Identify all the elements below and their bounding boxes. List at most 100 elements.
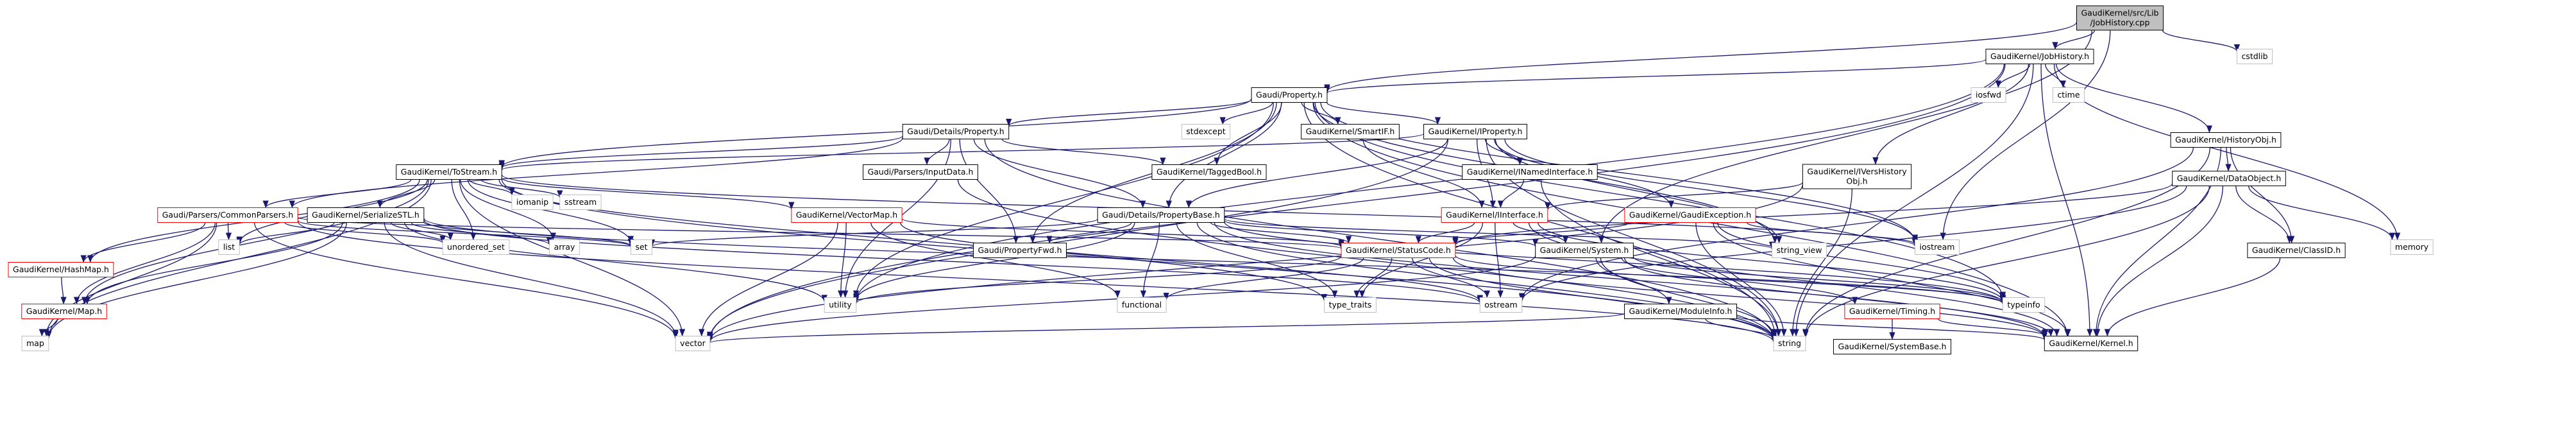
edge-gprop-to-smartif	[1301, 102, 1341, 125]
node-label: GaudiKernel/Map.h	[26, 306, 102, 316]
node-box	[902, 124, 1010, 139]
edge-serializestl-to-map-h	[84, 222, 343, 305]
node-gaudiexc[interactable]: GaudiKernel/GaudiException.h	[1624, 207, 1756, 223]
edge-moduleinfo-to-string	[1705, 318, 1777, 340]
edge-tostream-to-commonparsers	[262, 179, 412, 209]
edge-vectormap-to-ostream	[900, 222, 1483, 303]
node-label: GaudiKernel/SmartIF.h	[1306, 126, 1395, 136]
node-box	[1462, 164, 1598, 180]
node-label: string	[1778, 338, 1801, 348]
edge-vectormap-to-utility	[838, 222, 847, 299]
node-label: iostream	[1920, 242, 1955, 252]
node-box	[1535, 243, 1634, 258]
edge-smartif-to-iinterface	[1362, 139, 1485, 209]
edge-commonparsers-to-hashmap	[80, 222, 206, 263]
node-propbase[interactable]: Gaudi/Details/PropertyBase.h	[1097, 207, 1225, 223]
node-taggedbool[interactable]: GaudiKernel/TaggedBool.h	[1151, 164, 1267, 180]
edge-gaudiexc-to-statuscode	[1452, 222, 1630, 244]
node-label: Gaudi/Property.h	[1256, 90, 1323, 100]
node-label: string_view	[1777, 245, 1822, 255]
edge-jobhist-to-memory	[2053, 64, 2401, 241]
node-label: list	[223, 242, 235, 252]
node-label: ctime	[2057, 90, 2080, 100]
edge-statuscode-to-kernel	[1453, 257, 2047, 338]
edge-serializestl-to-ostream	[423, 219, 1483, 304]
node-iproperty[interactable]: GaudiKernel/IProperty.h	[1423, 124, 1527, 139]
node-sysbase[interactable]: GaudiKernel/SystemBase.h	[1833, 339, 1952, 354]
node-tostream[interactable]: GaudiKernel/ToStream.h	[396, 164, 502, 180]
node-hashmap[interactable]: GaudiKernel/HashMap.h	[8, 262, 114, 277]
node-statuscode[interactable]: GaudiKernel/StatusCode.h	[1341, 243, 1456, 258]
node-box	[1251, 87, 1328, 103]
edge-root-to-system	[1598, 30, 2092, 244]
node-serializestl[interactable]: GaudiKernel/SerializeSTL.h	[307, 207, 425, 223]
node-iostream: iostream	[1915, 239, 1960, 255]
node-system[interactable]: GaudiKernel/System.h	[1535, 243, 1634, 258]
node-gprop[interactable]: Gaudi/Property.h	[1251, 87, 1328, 103]
node-inamed[interactable]: GaudiKernel/INamedInterface.h	[1462, 164, 1598, 180]
node-moduleinfo[interactable]: GaudiKernel/ModuleInfo.h	[1624, 304, 1737, 319]
edge-gaudiexc-to-string	[1695, 222, 1787, 337]
node-commonparsers[interactable]: Gaudi/Parsers/CommonParsers.h	[157, 207, 298, 223]
node-label: GaudiKernel/Timing.h	[1849, 306, 1935, 316]
node-box	[1985, 49, 2094, 64]
node-jobhist[interactable]: GaudiKernel/JobHistory.h	[1985, 49, 2094, 64]
edge-moduleinfo-to-vector	[707, 313, 1625, 343]
node-cstdlib: cstdlib	[2236, 49, 2273, 64]
edge-gprop-to-typeinfo	[1314, 102, 2006, 300]
node-detprop[interactable]: Gaudi/Details/Property.h	[902, 124, 1010, 139]
node-label: /JobHistory.cpp	[2090, 18, 2150, 28]
node-label: GaudiKernel/HashMap.h	[13, 265, 109, 274]
node-propfwd[interactable]: Gaudi/PropertyFwd.h	[972, 243, 1067, 258]
node-kernel[interactable]: GaudiKernel/Kernel.h	[2044, 336, 2139, 351]
node-box	[1624, 207, 1756, 223]
edge-statuscode-to-typeinfo	[1455, 255, 2006, 304]
edge-gprop-to-utility	[852, 102, 1275, 299]
edge-serializestl-to-typeinfo	[423, 218, 2006, 304]
node-ctime: ctime	[2052, 87, 2085, 103]
edge-classid-to-kernel	[2104, 257, 2281, 337]
node-label: typeinfo	[2007, 300, 2040, 309]
edge-detprop-to-string	[984, 139, 1777, 340]
edge-detprop-to-inputdata	[924, 139, 950, 166]
edge-iinterface-to-system	[1513, 222, 1569, 244]
node-box	[21, 304, 107, 319]
edge-propbase-to-propfwd	[1046, 222, 1132, 244]
node-smartif[interactable]: GaudiKernel/SmartIF.h	[1301, 124, 1400, 139]
node-label: GaudiKernel/TaggedBool.h	[1157, 167, 1262, 177]
edge-dataobj-to-ostream	[1519, 186, 2187, 302]
edge-root-to-jobhist	[2052, 30, 2096, 50]
node-box	[630, 239, 653, 255]
edge-system-to-string	[1600, 257, 1777, 337]
edge-dataobj-to-statuscode	[1452, 183, 2173, 246]
node-box	[8, 262, 114, 277]
node-box	[1970, 87, 2006, 103]
edge-serializestl-to-utility	[404, 222, 827, 302]
edge-tostream-to-serializestl	[377, 179, 436, 209]
edge-statuscode-to-utility	[853, 256, 1342, 304]
node-histobj[interactable]: GaudiKernel/HistoryObj.h	[2170, 132, 2282, 148]
node-vectormap[interactable]: GaudiKernel/VectorMap.h	[791, 207, 902, 223]
node-unordered-set: unordered_set	[442, 239, 510, 255]
edge-iproperty-to-tostream	[499, 133, 1425, 171]
edge-gprop-to-tostream	[498, 98, 1252, 168]
node-timing[interactable]: GaudiKernel/Timing.h	[1844, 304, 1940, 319]
node-box	[442, 239, 510, 255]
node-utility: utility	[824, 297, 857, 313]
node-label: set	[635, 242, 647, 252]
edge-vectormap-to-vector	[699, 222, 838, 337]
edge-tostream-to-unordered-set	[451, 179, 477, 241]
node-label: Gaudi/Details/Property.h	[907, 126, 1004, 136]
node-box	[791, 207, 902, 223]
node-classid[interactable]: GaudiKernel/ClassID.h	[2247, 243, 2346, 258]
node-box	[549, 239, 580, 255]
edge-iproperty-to-inamed	[1484, 139, 1523, 166]
node-string: string	[1773, 336, 1806, 351]
node-map-h[interactable]: GaudiKernel/Map.h	[21, 304, 107, 319]
node-iinterface[interactable]: GaudiKernel/IInterface.h	[1441, 207, 1548, 223]
node-box	[2044, 336, 2139, 351]
node-inputdata[interactable]: Gaudi/Parsers/InputData.h	[863, 164, 978, 180]
edge-detprop-to-propfwd	[959, 139, 1019, 244]
node-dataobj[interactable]: GaudiKernel/DataObject.h	[2172, 171, 2286, 186]
